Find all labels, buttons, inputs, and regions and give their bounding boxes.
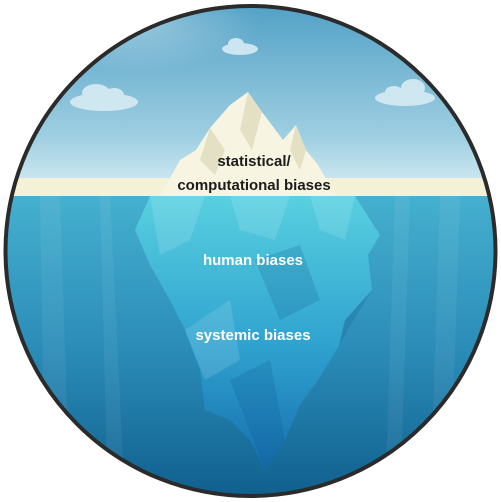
bottom-label: systemic biases — [195, 327, 310, 344]
tip-label-line1: statistical/ — [217, 153, 291, 170]
cloud-icon — [70, 84, 138, 111]
middle-label: human biases — [203, 252, 303, 269]
tip-label-line2: computational biases — [177, 177, 330, 194]
circle-frame — [3, 4, 498, 498]
cloud-icon — [375, 79, 435, 106]
iceberg-icon — [135, 92, 380, 470]
cloud-icon — [222, 38, 258, 55]
